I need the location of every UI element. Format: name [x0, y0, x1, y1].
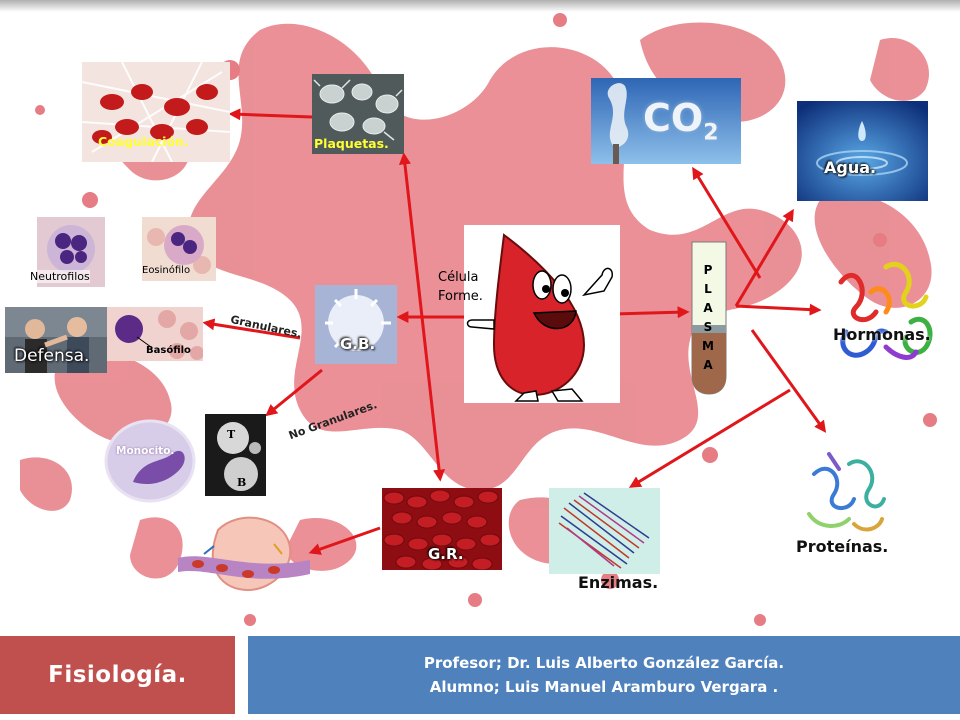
- proteins-label: Proteínas.: [796, 537, 889, 556]
- plasma-letter-a2: A: [703, 358, 713, 372]
- t-cell-label: T: [227, 428, 236, 441]
- white-blood-cell-image: [315, 285, 397, 364]
- enzymes-image: [549, 488, 660, 574]
- lymphocytes-image: T B: [205, 414, 266, 496]
- basophil-image: [107, 307, 203, 361]
- enzymes-label: Enzimas.: [578, 573, 659, 592]
- course-title: Fisiología.: [48, 662, 187, 688]
- white-blood-cells-label: G.B.: [340, 335, 376, 353]
- professor-credit: Profesor; Dr. Luis Alberto González Garc…: [423, 654, 785, 672]
- co2-subscript: 2: [703, 120, 719, 146]
- blood-drop-mascot: [464, 225, 620, 403]
- center-label-line2: Forme.: [438, 289, 483, 304]
- monocyte-image: [103, 418, 197, 504]
- platelets-label: Plaquetas.: [314, 136, 389, 151]
- defense-label: Defensa.: [14, 346, 90, 366]
- coagulation-label: Coagulación.: [98, 134, 189, 149]
- plasma-letter-a: A: [703, 301, 713, 315]
- neutrophil-label: Neutrofilos: [30, 270, 90, 283]
- co2-label: CO: [643, 96, 704, 140]
- plasma-test-tube: P L A S M A: [690, 241, 728, 395]
- plasma-letter-m: M: [702, 339, 714, 353]
- hormones-image: [826, 252, 944, 370]
- water-label: Agua.: [824, 158, 877, 177]
- plasma-letter-l: L: [704, 282, 712, 296]
- footer-credits-box: Profesor; Dr. Luis Alberto González Garc…: [248, 636, 960, 714]
- water-image: [797, 101, 928, 201]
- eosinophil-label: Eosinófilo: [142, 265, 191, 276]
- monocyte-label: Monocito.: [116, 445, 175, 457]
- hormones-label: Hormonas.: [833, 325, 931, 344]
- defense-image: [5, 307, 107, 373]
- footer-course-box: Fisiología.: [0, 636, 235, 714]
- co2-image: CO2: [591, 78, 741, 164]
- eosinophil-image: [142, 217, 216, 281]
- coagulation-image: [82, 62, 230, 162]
- center-label-line1: Célula: [438, 270, 479, 285]
- b-cell-label: B: [237, 476, 247, 489]
- proteins-image: [794, 444, 898, 562]
- plasma-letter-s: S: [703, 320, 713, 334]
- platelets-image: [312, 74, 404, 154]
- plasma-letter-p: P: [703, 263, 713, 277]
- basophil-label: Basófilo: [146, 345, 191, 356]
- gas-exchange-image: [178, 510, 310, 598]
- student-credit: Alumno; Luis Manuel Aramburo Vergara .: [429, 678, 779, 696]
- red-blood-cells-image: [382, 488, 502, 570]
- red-blood-cells-label: G.R.: [428, 545, 464, 563]
